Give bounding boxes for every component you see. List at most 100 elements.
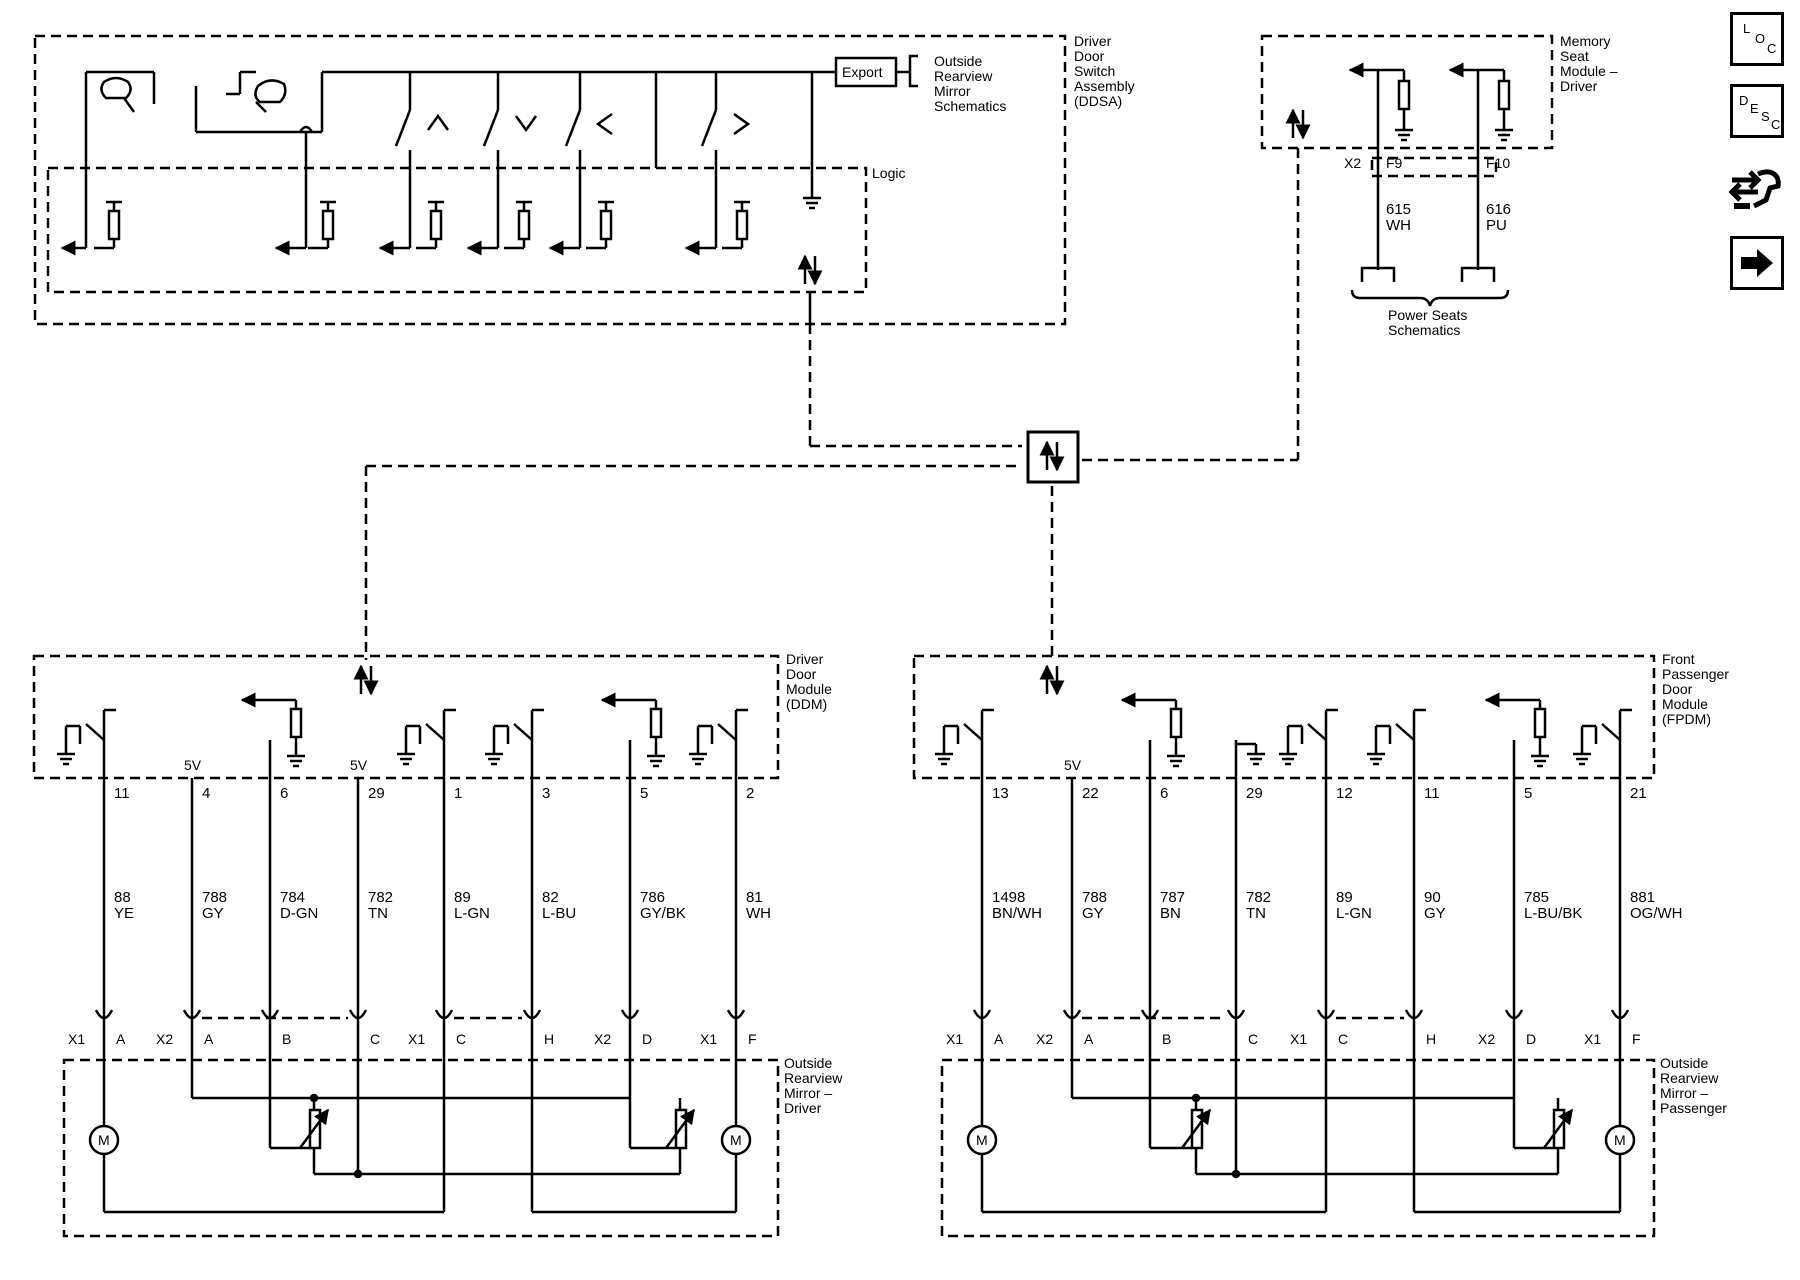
ddm-circuit: 88 xyxy=(114,889,131,906)
ddsa-label: Switch xyxy=(1074,63,1115,79)
pullup-resistor xyxy=(517,209,531,241)
left-mirror-icon xyxy=(100,76,132,100)
direction-switch xyxy=(564,109,582,147)
fpdm-circuit: 881 xyxy=(1630,889,1655,906)
five-volt-label: 5V xyxy=(184,757,202,773)
msm-connector-box xyxy=(1370,156,1498,178)
right-mirror-icon xyxy=(255,101,267,113)
connector-terminal xyxy=(1460,266,1496,282)
ddsa-label: Door xyxy=(1074,48,1105,64)
ddm-cavity-label: F xyxy=(748,1031,757,1047)
ddsa-label: (DDSA) xyxy=(1074,93,1122,109)
pullup-resistor xyxy=(321,209,335,241)
pullup-resistor xyxy=(1397,79,1411,111)
potentiometer xyxy=(664,1108,696,1149)
fpdm-label: (FPDM) xyxy=(1662,711,1711,727)
loc-button[interactable]: L O C xyxy=(1730,12,1784,66)
motor-label: M xyxy=(1614,1132,1626,1148)
ddm-cavity-label: B xyxy=(282,1031,291,1047)
fpdm-mirror-label: Outside xyxy=(1660,1055,1708,1071)
msm-wire-color: PU xyxy=(1486,217,1507,234)
module-switch xyxy=(1395,723,1415,741)
fpdm-circuit: 89 xyxy=(1336,889,1353,906)
export-label: Export xyxy=(842,64,883,80)
fpdm-mirror-label: Mirror – xyxy=(1660,1085,1708,1101)
fpdm-circuit: 90 xyxy=(1424,889,1441,906)
ddm-mirror-label: Driver xyxy=(784,1100,822,1116)
direction-switch xyxy=(482,109,500,147)
desc-button[interactable]: D E S C xyxy=(1730,84,1784,138)
ddm-label: Driver xyxy=(786,651,824,667)
ddm-wire-color: GY xyxy=(202,905,224,922)
right-arrow-icon xyxy=(1741,249,1773,277)
ddm-circuit: 786 xyxy=(640,889,665,906)
msm-label: Module – xyxy=(1560,63,1618,79)
fpdm-circuit: 788 xyxy=(1082,889,1107,906)
power-seats-label: Schematics xyxy=(1388,322,1460,338)
fpdm-label: Door xyxy=(1662,681,1693,697)
fpdm-wire-color: OG/WH xyxy=(1630,905,1683,922)
msm-circuit: 615 xyxy=(1386,201,1411,218)
module-switch xyxy=(425,723,445,741)
ddm-wire-color: WH xyxy=(746,905,771,922)
fpdm-wire-color: GY xyxy=(1424,905,1446,922)
ddm-wire-color: L-BU xyxy=(542,905,576,922)
export-ref-label: Rearview xyxy=(934,68,993,84)
fpdm-cavity-label: A xyxy=(994,1031,1004,1047)
fpdm-pin: 29 xyxy=(1246,785,1263,802)
ddm-connector-label: X2 xyxy=(594,1031,611,1047)
ddm-wire-color: TN xyxy=(368,905,388,922)
ddm-pin: 11 xyxy=(114,785,130,802)
next-button[interactable] xyxy=(1730,236,1784,290)
ddm-connector-label: X1 xyxy=(700,1031,717,1047)
fpdm-pin: 13 xyxy=(992,785,1009,802)
pullup-resistor xyxy=(429,209,443,241)
down-arrow-icon xyxy=(514,115,538,133)
ddm-cavity-label: C xyxy=(370,1031,380,1047)
fpdm-pin: 21 xyxy=(1630,785,1647,802)
ddm-module-box xyxy=(32,654,780,780)
ddm-pin: 4 xyxy=(202,785,210,802)
msm-label: Seat xyxy=(1560,48,1589,64)
ddsa-label: Driver xyxy=(1074,33,1112,49)
export-box xyxy=(834,56,898,88)
ddm-label: Door xyxy=(786,666,817,682)
pullup-resistor xyxy=(1497,79,1511,111)
export-ref-label: Mirror xyxy=(934,83,971,99)
direction-switch xyxy=(700,109,718,147)
fpdm-pin: 12 xyxy=(1336,785,1353,802)
module-switch xyxy=(85,723,105,741)
left-arrow-icon xyxy=(595,112,613,136)
potentiometer xyxy=(298,1108,330,1149)
up-arrow-icon xyxy=(426,113,450,131)
ddm-wire-color: L-GN xyxy=(454,905,490,922)
fpdm-cavity-label: C xyxy=(1338,1031,1348,1047)
pullup-resistor xyxy=(1169,707,1183,739)
fpdm-circuit: 782 xyxy=(1246,889,1271,906)
fpdm-mirror-box xyxy=(940,1058,1656,1238)
potentiometer xyxy=(1180,1108,1212,1149)
right-arrow-icon xyxy=(733,112,751,136)
loc-icon: L xyxy=(1743,21,1751,36)
tool-button[interactable] xyxy=(1728,160,1786,218)
bracket xyxy=(1350,289,1510,307)
fpdm-cavity-label: F xyxy=(1632,1031,1641,1047)
module-switch xyxy=(513,723,533,741)
fpdm-connector-label: X1 xyxy=(946,1031,963,1047)
ddm-pin: 5 xyxy=(640,785,648,802)
pullup-resistor xyxy=(599,209,613,241)
ddm-mirror-box xyxy=(62,1058,780,1238)
splice-dot xyxy=(309,1093,319,1103)
msm-pin: F9 xyxy=(1386,155,1403,171)
fpdm-pin: 11 xyxy=(1424,785,1440,802)
fpdm-connector-label: X2 xyxy=(1478,1031,1495,1047)
ddm-pin: 29 xyxy=(368,785,385,802)
ddm-connector-label: X2 xyxy=(156,1031,173,1047)
pullup-resistor xyxy=(1533,707,1547,739)
ddm-pin: 2 xyxy=(746,785,754,802)
ddsa-module-box xyxy=(33,34,1067,326)
export-ref-label: Schematics xyxy=(934,98,1006,114)
power-seats-label: Power Seats xyxy=(1388,307,1467,323)
fpdm-label: Passenger xyxy=(1662,666,1729,682)
